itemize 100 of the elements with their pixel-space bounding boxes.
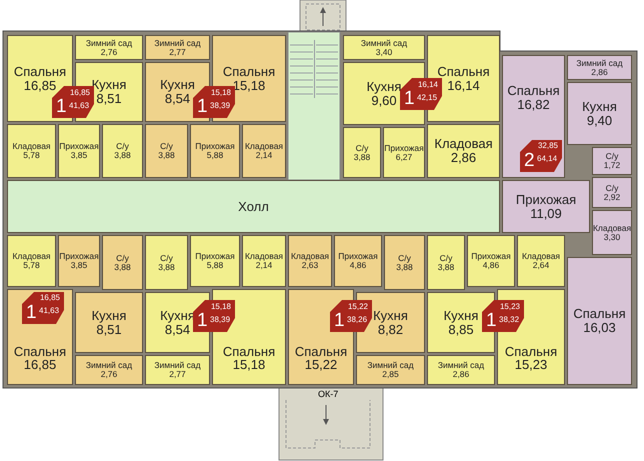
room xyxy=(145,235,188,290)
room-area: 3,88 xyxy=(114,151,131,160)
room-area: 3,88 xyxy=(396,262,413,272)
room-area: 8,82 xyxy=(378,322,404,336)
room xyxy=(427,124,500,178)
room xyxy=(145,35,210,60)
room xyxy=(242,124,286,178)
room-name: Спальня xyxy=(222,64,276,78)
room xyxy=(502,55,565,178)
room xyxy=(212,35,286,122)
room-area: 11,09 xyxy=(530,206,562,220)
room xyxy=(427,355,495,385)
room xyxy=(592,210,632,255)
room-name: Спальня xyxy=(507,84,560,98)
room-name: Спальня xyxy=(437,64,490,78)
room-name: Прихожая xyxy=(384,144,424,152)
room-area: 5,78 xyxy=(23,261,40,270)
room-area: 3,88 xyxy=(354,152,370,162)
room xyxy=(75,292,143,353)
room xyxy=(383,127,425,178)
room-area: 5,88 xyxy=(206,151,224,160)
room-area: 2,86 xyxy=(591,68,608,76)
room-area: 2,76 xyxy=(100,370,118,379)
room-area: 16,85 xyxy=(24,78,56,92)
room xyxy=(517,235,565,287)
room-area: 2,14 xyxy=(256,151,272,160)
room-area: 2,14 xyxy=(256,261,272,270)
living-area: 32,85 xyxy=(538,142,558,150)
porch-label: ОК-7 xyxy=(318,389,338,399)
room xyxy=(427,292,495,353)
room-name: Кухня xyxy=(444,308,478,322)
apartment-badge xyxy=(193,300,235,332)
apartment-badge xyxy=(400,78,442,110)
room-area: 3,88 xyxy=(438,262,454,272)
room xyxy=(102,124,143,178)
room-area: 2,77 xyxy=(169,48,186,56)
room-area: 2,85 xyxy=(382,370,399,379)
room xyxy=(467,235,515,287)
room-name: С/у xyxy=(440,254,452,262)
room xyxy=(567,82,632,145)
room-area: 9,40 xyxy=(586,114,612,128)
room-name: С/у xyxy=(606,152,618,161)
room-count: 1 xyxy=(197,97,208,117)
apartment-badge xyxy=(482,300,524,332)
room-area: 8,51 xyxy=(96,322,122,336)
room-name: Кладовая xyxy=(592,224,632,232)
apartment-badge xyxy=(330,300,372,332)
room xyxy=(75,355,143,385)
room-count: 1 xyxy=(404,89,415,109)
room-name: Зимний сад xyxy=(576,58,623,68)
room xyxy=(592,177,632,208)
room-name: Кладовая xyxy=(244,142,284,151)
room-area: 15,23 xyxy=(514,358,548,372)
apartment-badge xyxy=(22,292,64,324)
room-name: Кладовая xyxy=(522,252,560,261)
room-area: 4,86 xyxy=(482,261,500,270)
room xyxy=(427,235,465,290)
room-area: 5,78 xyxy=(23,151,40,160)
room-name: Кухня xyxy=(92,308,126,322)
room-name: Прихожая xyxy=(471,252,511,261)
room xyxy=(102,235,143,290)
room-name: Зимний сад xyxy=(86,361,132,370)
room xyxy=(145,124,188,178)
room xyxy=(334,235,382,287)
room-name: Кухня xyxy=(582,100,617,114)
room-area: 3,40 xyxy=(376,48,392,56)
room-name: Спальня xyxy=(294,344,348,358)
total-area: 41,63 xyxy=(69,101,90,110)
room-count: 1 xyxy=(486,311,497,331)
room-name: Спальня xyxy=(573,307,626,321)
room-area: 6,27 xyxy=(396,152,412,162)
living-area: 16,85 xyxy=(40,294,60,302)
living-area: 16,85 xyxy=(70,88,90,97)
room-area: 3,88 xyxy=(158,151,175,160)
living-area: 15,18 xyxy=(210,302,231,311)
room-area: 5,88 xyxy=(206,261,224,270)
room xyxy=(190,235,240,287)
room-name: Кухня xyxy=(92,78,126,92)
room-area: 2,76 xyxy=(100,48,118,56)
hall-area xyxy=(7,180,500,233)
room-area: 8,51 xyxy=(96,92,122,106)
room-name: С/у xyxy=(606,184,618,192)
total-area: 38,26 xyxy=(347,315,368,324)
room xyxy=(242,235,286,287)
total-area: 38,32 xyxy=(499,315,520,324)
room-area: 16,14 xyxy=(447,78,480,92)
room-area: 15,18 xyxy=(232,358,266,372)
room xyxy=(58,124,100,178)
room-area: 2,63 xyxy=(302,261,318,270)
living-area: 15,22 xyxy=(348,302,368,311)
living-area: 15,18 xyxy=(210,88,231,97)
room-area: 2,86 xyxy=(450,151,476,165)
room-area: 2,64 xyxy=(532,261,550,270)
room-name: Прихожая xyxy=(195,252,235,261)
room-area: 15,18 xyxy=(232,78,266,92)
room-area: 16,82 xyxy=(517,98,550,112)
total-area: 38,39 xyxy=(210,315,230,324)
room xyxy=(7,235,56,287)
room-area: 2,77 xyxy=(169,370,186,379)
room-area: 3,30 xyxy=(604,232,620,242)
